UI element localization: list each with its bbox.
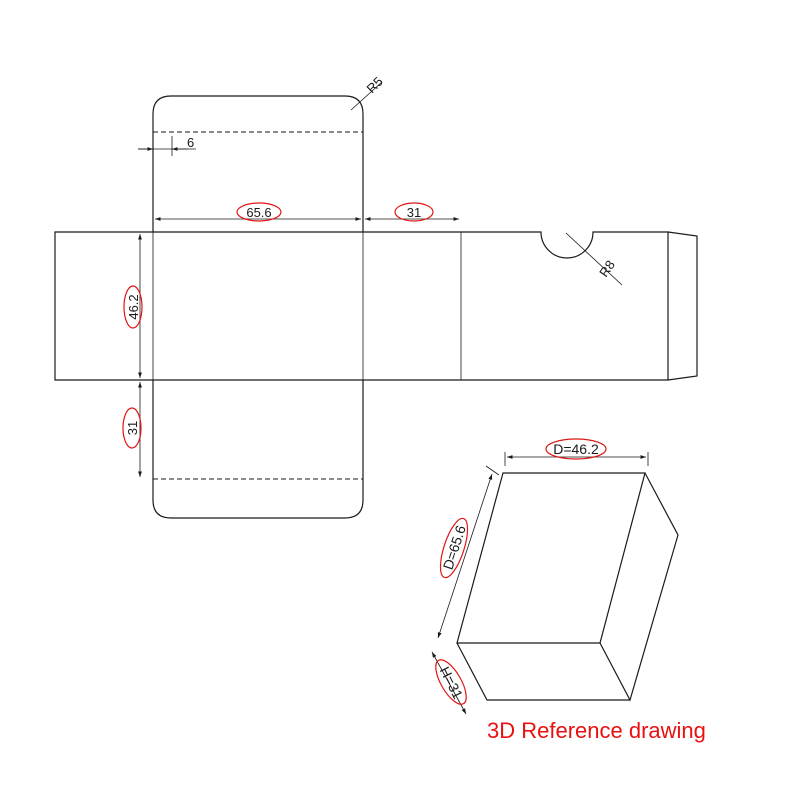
reference-3d-box: D=46.2 D=65.6 H=31 (431, 438, 679, 715)
dim3d-side-ext-top (485, 465, 500, 476)
bottom-tuck-flap (152, 380, 364, 519)
dim-side-mark (394, 202, 434, 222)
dim-length-mark (236, 202, 282, 222)
r5-leader (350, 81, 383, 111)
top-tuck-flap (152, 95, 364, 232)
dieline: R5 6 65.6 31 R8 46.2 31 (54, 74, 698, 519)
dim-depth-label: 31 (125, 421, 140, 435)
dim-height-label: 46.2 (126, 294, 141, 319)
reference-caption: 3D Reference drawing (487, 718, 706, 743)
dim-6-label: 6 (187, 135, 194, 150)
dim-depth-mark (122, 407, 142, 449)
dim3d-top-label: D=46.2 (553, 441, 599, 457)
glue-flap (667, 231, 698, 381)
dim3d-side-line (437, 473, 493, 639)
dim3d-side-mark (439, 517, 469, 579)
dim3d-top-mark (545, 438, 607, 460)
r8-label: R8 (596, 257, 618, 279)
dim3d-height-label: H=31 (437, 664, 467, 702)
r8-leader (565, 232, 623, 286)
r5-label: R5 (364, 74, 386, 96)
box-right-face (599, 472, 679, 702)
main-strip-outline (54, 231, 669, 381)
box-front-face (456, 642, 630, 701)
dim-height-mark (123, 285, 143, 329)
dim-length-label: 65.6 (246, 205, 271, 220)
box-top-face (456, 472, 646, 644)
dim3d-height-mark (435, 659, 467, 705)
dim-side-label: 31 (407, 205, 421, 220)
